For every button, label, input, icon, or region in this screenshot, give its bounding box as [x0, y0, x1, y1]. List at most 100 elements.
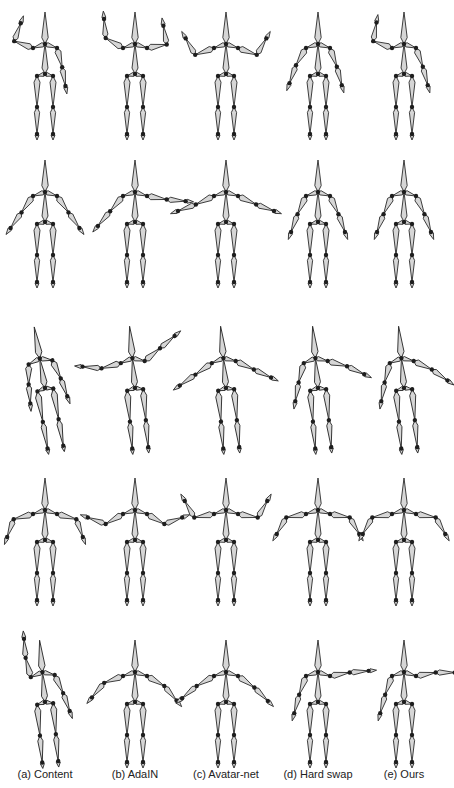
- joint: [370, 515, 374, 519]
- bone: [383, 363, 393, 382]
- joint: [308, 280, 312, 284]
- bone: [323, 224, 329, 255]
- bone: [329, 196, 338, 214]
- bone: [409, 704, 415, 735]
- bone: [421, 67, 427, 85]
- joint: [292, 711, 296, 715]
- bone: [393, 542, 399, 573]
- joint: [145, 674, 149, 678]
- joint: [56, 417, 61, 422]
- joint: [402, 190, 406, 194]
- joint: [410, 571, 414, 575]
- joint: [224, 508, 228, 512]
- joint: [361, 532, 365, 536]
- joint: [335, 65, 339, 69]
- bone: [315, 672, 321, 702]
- joint: [55, 194, 59, 198]
- bone: [335, 67, 341, 85]
- joint: [125, 388, 130, 393]
- joint: [28, 675, 33, 680]
- bone: [393, 390, 402, 421]
- joint: [26, 362, 31, 367]
- bone: [377, 214, 385, 232]
- joint: [61, 443, 66, 448]
- joint: [224, 386, 229, 391]
- bone: [50, 388, 61, 420]
- joint: [324, 105, 328, 109]
- bone: [401, 160, 407, 192]
- bone: [34, 542, 40, 573]
- joint: [316, 386, 321, 391]
- bone: [323, 573, 328, 600]
- bone: [140, 76, 146, 107]
- bone: [218, 421, 226, 448]
- joint: [390, 46, 394, 50]
- bone: [384, 196, 393, 214]
- joint: [336, 212, 340, 216]
- joint: [232, 74, 236, 78]
- skeleton: [287, 322, 378, 457]
- joint: [264, 36, 268, 40]
- bone: [53, 674, 63, 693]
- joint: [184, 36, 188, 40]
- bone: [194, 512, 214, 518]
- bone: [147, 44, 167, 50]
- joint: [216, 760, 220, 764]
- joint: [12, 39, 16, 43]
- joint: [234, 418, 239, 423]
- bone: [330, 672, 350, 678]
- skeleton: [181, 478, 271, 606]
- joint: [254, 202, 258, 206]
- joint: [255, 53, 259, 57]
- bone: [132, 672, 138, 702]
- bone: [60, 67, 65, 86]
- joint: [133, 220, 137, 224]
- bone: [50, 255, 55, 282]
- bone: [337, 214, 345, 232]
- joint: [133, 42, 137, 46]
- joint: [410, 598, 414, 602]
- bone: [307, 390, 316, 421]
- skeleton: [171, 160, 282, 288]
- bone: [36, 640, 45, 672]
- joint: [433, 515, 437, 519]
- joint: [308, 571, 312, 575]
- joint: [328, 194, 332, 198]
- bone: [373, 41, 392, 49]
- joint: [216, 222, 220, 226]
- bone: [315, 160, 321, 192]
- joint: [308, 760, 312, 764]
- bone: [231, 389, 240, 420]
- bone: [223, 12, 229, 44]
- bone: [323, 704, 329, 735]
- bone: [350, 670, 369, 675]
- joint: [394, 760, 398, 764]
- bone: [401, 672, 407, 702]
- skeleton: [6, 160, 84, 288]
- bone: [124, 735, 129, 762]
- joint: [429, 230, 433, 234]
- bone: [215, 390, 224, 421]
- column-caption: (d) Hard swap: [283, 768, 352, 781]
- joint: [51, 540, 55, 544]
- joint: [383, 693, 387, 697]
- bone: [215, 255, 220, 282]
- joint: [125, 280, 129, 284]
- joint: [324, 598, 328, 602]
- joint: [390, 512, 394, 516]
- joint: [141, 598, 145, 602]
- joint: [216, 253, 220, 257]
- bone: [315, 44, 321, 74]
- joint: [162, 684, 166, 688]
- bone: [323, 255, 328, 282]
- joint: [51, 598, 55, 602]
- joint: [347, 515, 351, 519]
- joint: [130, 356, 135, 361]
- bone: [40, 421, 50, 448]
- bone: [231, 704, 237, 735]
- joint: [28, 401, 33, 406]
- joint: [251, 367, 256, 372]
- joint: [414, 512, 418, 516]
- joint: [232, 132, 236, 136]
- bone: [401, 510, 407, 540]
